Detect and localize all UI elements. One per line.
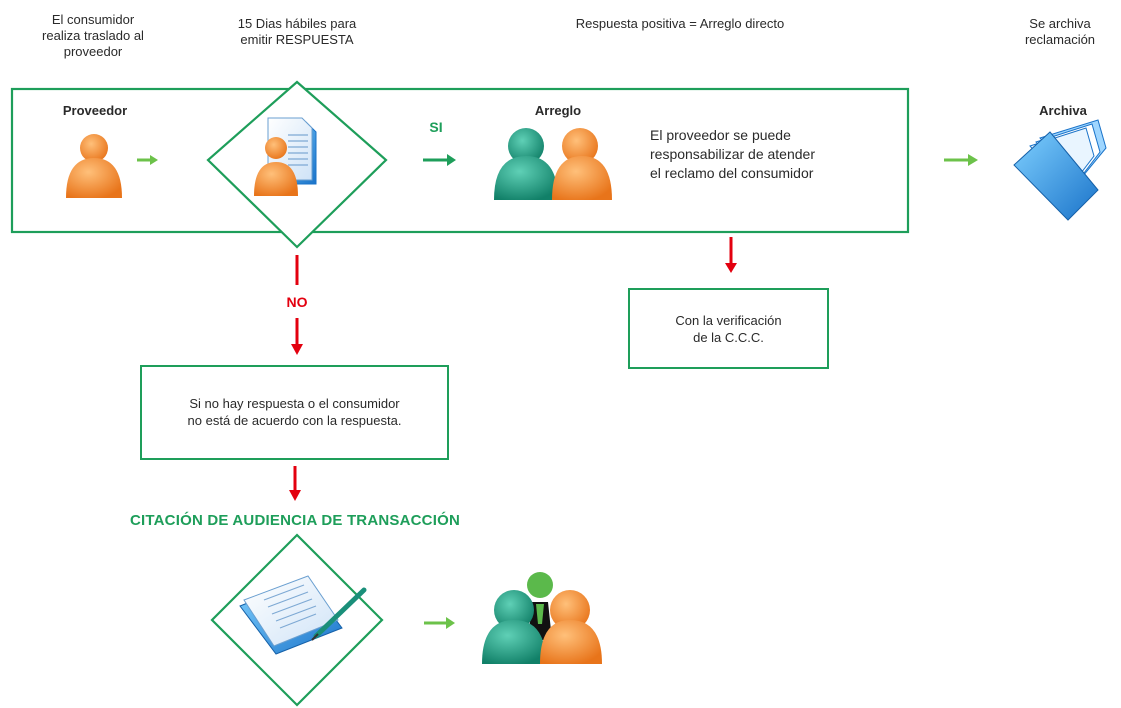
header-step-1-line-3: proveedor (63, 44, 123, 59)
arreglo-label: Arreglo (534, 103, 582, 118)
no-respuesta-text: Si no hay respuesta o el consumidor no e… (141, 395, 448, 429)
archiva-label: Archiva (1039, 103, 1087, 118)
person-in-document-icon (254, 137, 298, 196)
arrow-verificacion (725, 237, 737, 273)
arreglo-description-line-1: El proveedor se puede (650, 127, 791, 143)
meeting-teal-person-icon (482, 590, 546, 664)
si-label: SI (429, 119, 443, 135)
contract-sign-icon (239, 575, 367, 655)
arreglo-teal-person-icon (494, 128, 558, 200)
proveedor-person-icon (66, 134, 122, 198)
verificacion-text-line-2: de la C.C.C. (693, 330, 764, 345)
header-step-1-line-2: realiza traslado al (42, 28, 144, 43)
arrow-no (291, 255, 303, 355)
arrow-citacion (289, 466, 301, 501)
arreglo-orange-person-icon (552, 128, 612, 200)
no-respuesta-box (140, 365, 449, 460)
proveedor-label: Proveedor (62, 103, 128, 118)
arrow-proveedor (137, 155, 158, 165)
arreglo-description-line-2: responsabilizar de atender (650, 146, 815, 162)
citacion-title: CITACIÓN DE AUDIENCIA DE TRANSACCIÓN (130, 512, 460, 529)
header-step-2-line-2: emitir RESPUESTA (240, 32, 354, 47)
arrow-archive (944, 154, 978, 166)
header-step-3: Respuesta positiva = Arreglo directo (575, 16, 785, 31)
verificacion-text: Con la verificación de la C.C.C. (629, 312, 828, 346)
no-respuesta-text-line-2: no está de acuerdo con la respuesta. (187, 413, 402, 428)
header-step-1-line-1: El consumidor (51, 12, 135, 27)
verificacion-box (628, 288, 829, 369)
no-respuesta-text-line-1: Si no hay respuesta o el consumidor (189, 396, 400, 411)
meeting-orange-person-icon (540, 590, 602, 664)
header-step-2-line-1: 15 Dias hábiles para (237, 16, 357, 31)
main-flow-box (10, 87, 910, 234)
arreglo-description-line-3: el reclamo del consumidor (650, 165, 814, 181)
header-step-4-line-1: Se archiva (1029, 16, 1091, 31)
archive-folder-icon (1013, 119, 1107, 221)
header-step-4-line-2: reclamación (1024, 32, 1096, 47)
header-step-1: El consumidor realiza traslado al provee… (18, 12, 168, 60)
arrow-si (423, 154, 456, 166)
no-label: NO (286, 294, 308, 310)
header-step-4: Se archiva reclamación (1000, 16, 1120, 48)
arreglo-description: El proveedor se puede responsabilizar de… (650, 126, 880, 183)
header-step-2: 15 Dias hábiles para emitir RESPUESTA (212, 16, 382, 48)
verificacion-text-line-1: Con la verificación (675, 313, 782, 328)
arrow-meeting (424, 617, 455, 629)
